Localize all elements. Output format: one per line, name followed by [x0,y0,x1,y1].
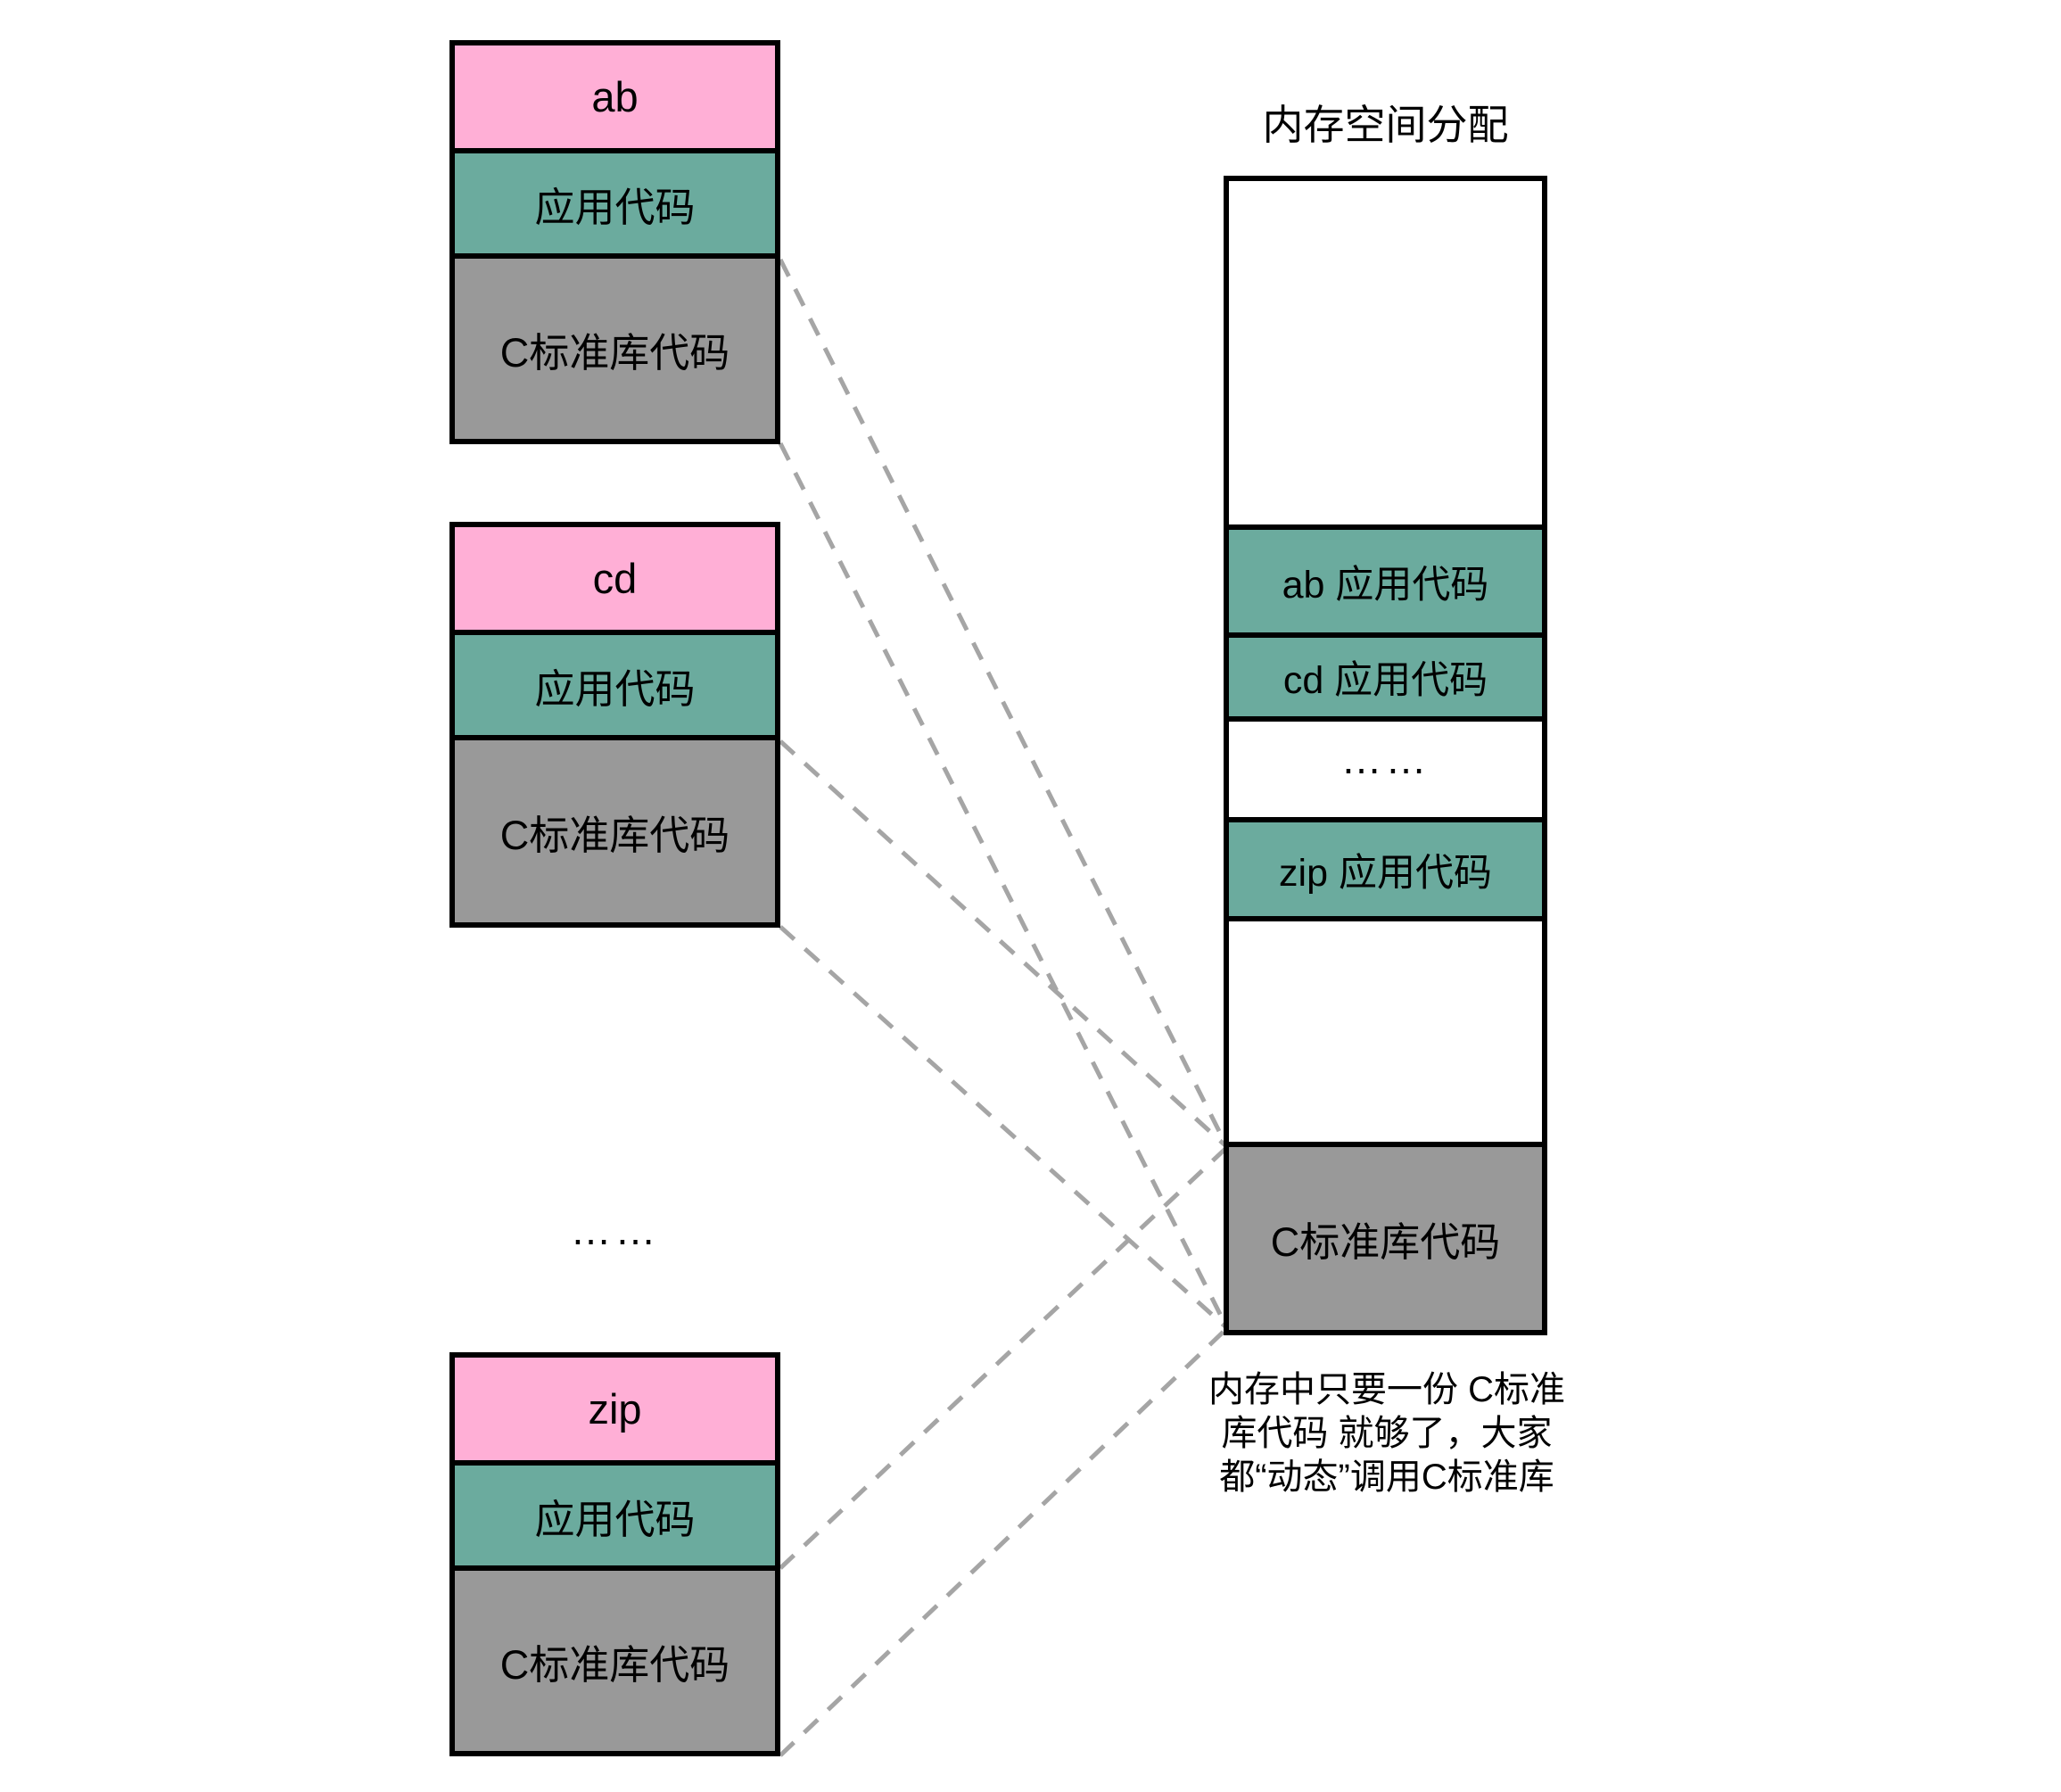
program-box-ab: ab 应用代码 C标准库代码 [449,40,780,444]
connector-zip-lib-top [779,1145,1229,1570]
app-code-section: 应用代码 [455,1466,775,1565]
program-box-zip: zip 应用代码 C标准库代码 [449,1352,780,1756]
memory-segment-c-stdlib: C标准库代码 [1229,1147,1542,1330]
annotation-line-1: 内存中只要一份 C标准 [1208,1370,1565,1409]
memory-segment-ab-app: ab 应用代码 [1229,530,1542,632]
program-name-label: zip [455,1358,775,1460]
program-name-label: ab [455,45,775,148]
c-stdlib-section: C标准库代码 [455,1571,775,1751]
annotation-text: 内存中只要一份 C标准 库代码 就够了，大家 都“动态”调用C标准库 [1186,1368,1587,1499]
more-programs-ellipsis: …… [570,1207,660,1254]
program-name-label: cd [455,527,775,630]
app-code-section: 应用代码 [455,153,775,253]
connector-ab-lib-bottom [778,442,1230,1330]
memory-segment-zip-app: zip 应用代码 [1229,822,1542,916]
connector-cd-lib-top [779,739,1229,1149]
c-stdlib-section: C标准库代码 [455,740,775,922]
connector-ab-lib-top [778,258,1230,1149]
memory-free-segment-middle [1229,921,1542,1142]
connector-zip-lib-bottom [779,1326,1229,1757]
annotation-line-3: 都“动态”调用C标准库 [1219,1458,1554,1497]
c-stdlib-section: C标准库代码 [455,259,775,439]
memory-layout-box: ab 应用代码 cd 应用代码 …… zip 应用代码 C标准库代码 [1224,176,1547,1335]
memory-free-segment-top [1229,181,1542,524]
memory-segment-ellipsis: …… [1229,722,1542,817]
annotation-line-2: 库代码 就够了，大家 [1221,1414,1553,1453]
program-box-cd: cd 应用代码 C标准库代码 [449,522,780,928]
memory-segment-cd-app: cd 应用代码 [1229,638,1542,716]
connector-cd-lib-bottom [779,925,1229,1330]
app-code-section: 应用代码 [455,635,775,735]
memory-title: 内存空间分配 [1262,102,1509,148]
